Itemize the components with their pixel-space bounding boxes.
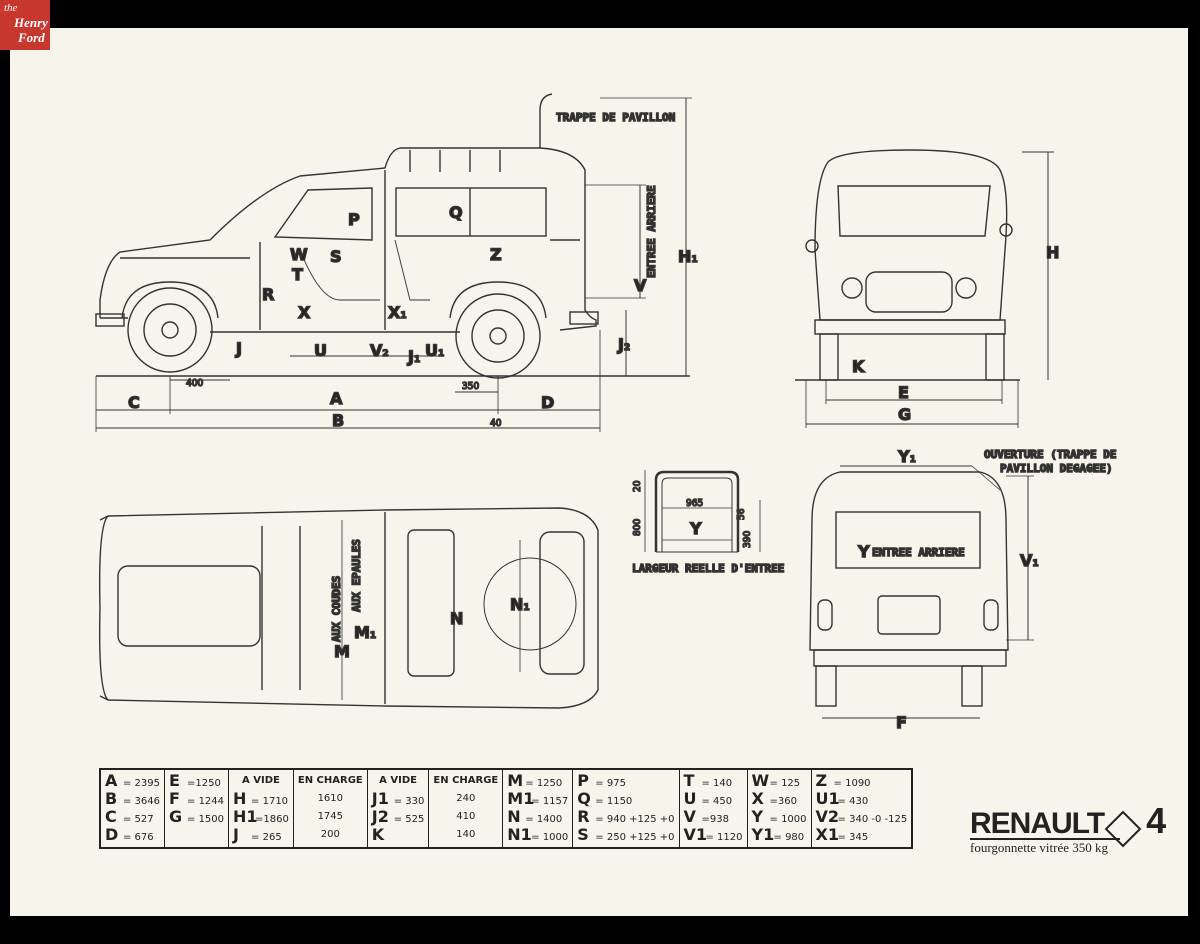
legend-col-4: EN CHARGE 1610 1745 200 (292, 769, 368, 848)
opening-label-1: OUVERTURE (TRAPPE DE (984, 448, 1116, 461)
entry-width-caption: LARGEUR REELLE D'ENTREE (632, 562, 784, 575)
brand-underline (970, 838, 1120, 840)
label-z: Z (490, 245, 502, 264)
renault-diamond-icon (1104, 810, 1142, 847)
dim-350: 350 (462, 381, 479, 392)
henry-ford-logo: the Henry Ford (0, 0, 50, 50)
label-c: C (128, 393, 140, 412)
dim-390: 390 (742, 531, 753, 548)
legend-col-11: Z= 1090 U1= 430 V2= 340 -0 -125 X1= 345 (810, 769, 913, 848)
label-x: X (298, 303, 311, 322)
elbows-label: AUX COUDES (330, 576, 343, 642)
legend-col-10: W= 125 X=360 Y= 1000 Y1= 980 (746, 769, 812, 848)
label-y1: Y1 (897, 447, 916, 466)
label-g: G (898, 405, 911, 424)
label-m1: M1 (354, 623, 376, 642)
legend-col-6: EN CHARGE 240 410 140 (428, 769, 503, 848)
dim-20: 20 (632, 480, 643, 492)
shoulders-label: AUX EPAULES (350, 539, 363, 612)
label-s: S (330, 247, 342, 266)
renault-4-brand-block: RENAULT 4 fourgonnette vitrée 350 kg (970, 800, 1167, 855)
legend-col-2: E=1250 F= 1244 G= 1500 (164, 769, 229, 848)
label-v1: V1 (1020, 551, 1039, 570)
rear-entry-label: ENTREE ARRIERE (645, 185, 658, 278)
label-j1: J1 (407, 347, 420, 366)
front-view (795, 149, 1054, 428)
label-b: B (332, 411, 344, 430)
label-x1: X1 (388, 303, 407, 322)
label-v: V (634, 276, 647, 295)
brand-subtitle: fourgonnette vitrée 350 kg (970, 840, 1109, 855)
legend-col-5: A VIDE J1= 330 J2= 525 K (366, 769, 429, 848)
brand-name: RENAULT (970, 807, 1105, 840)
label-t: T (292, 265, 303, 284)
label-v2: V2 (370, 341, 389, 360)
brand-model: 4 (1146, 800, 1167, 841)
dim-40: 40 (490, 418, 502, 429)
label-w: W (290, 245, 308, 264)
roof-hatch-label: TRAPPE DE PAVILLON (556, 111, 675, 124)
dim-800: 800 (632, 519, 643, 536)
label-j: J (235, 339, 242, 358)
label-u1: U1 (425, 341, 444, 360)
legend-col-9: T= 140 U= 450 V=938 V1= 1120 (678, 769, 748, 848)
rear-view (809, 465, 1034, 719)
label-e: E (898, 383, 909, 402)
rear-entry-label-2: ENTREE ARRIERE (872, 546, 965, 559)
label-r: R (262, 285, 274, 304)
label-q: Q (449, 203, 463, 222)
label-k: K (852, 357, 865, 376)
dim-965: 965 (686, 498, 703, 509)
label-n1: N1 (510, 595, 530, 614)
label-a: A (330, 389, 343, 408)
dim-400: 400 (186, 378, 203, 389)
label-y: Y (689, 519, 702, 538)
label-m: M (334, 642, 350, 661)
label-p: P (348, 210, 360, 229)
entry-section (644, 470, 761, 553)
legend-col-3: A VIDE H= 1710 H1=1860 J= 265 (228, 769, 294, 848)
label-h1: H1 (678, 247, 698, 266)
label-j2: J2 (617, 335, 630, 354)
label-y-rear: Y (857, 542, 870, 561)
side-view (95, 93, 692, 432)
label-h: H (1046, 243, 1059, 262)
top-view (98, 507, 599, 709)
label-f: F (896, 713, 907, 732)
dimension-legend-table: A= 2395 B= 3646 C= 527 D= 676 E=1250 F= … (99, 768, 914, 849)
opening-label-2: PAVILLON DEGAGEE) (1000, 462, 1113, 475)
label-u: U (314, 341, 327, 360)
label-d: D (541, 393, 554, 412)
dim-56: 56 (736, 508, 747, 520)
legend-col-1: A= 2395 B= 3646 C= 527 D= 676 (105, 771, 161, 844)
legend-col-7: M= 1250 M1= 1157 N= 1400 N1= 1000 (502, 769, 573, 848)
legend-col-8: P= 975 Q= 1150 R= 940 +125 +0 S= 250 +12… (572, 769, 679, 848)
label-n: N (450, 609, 463, 628)
